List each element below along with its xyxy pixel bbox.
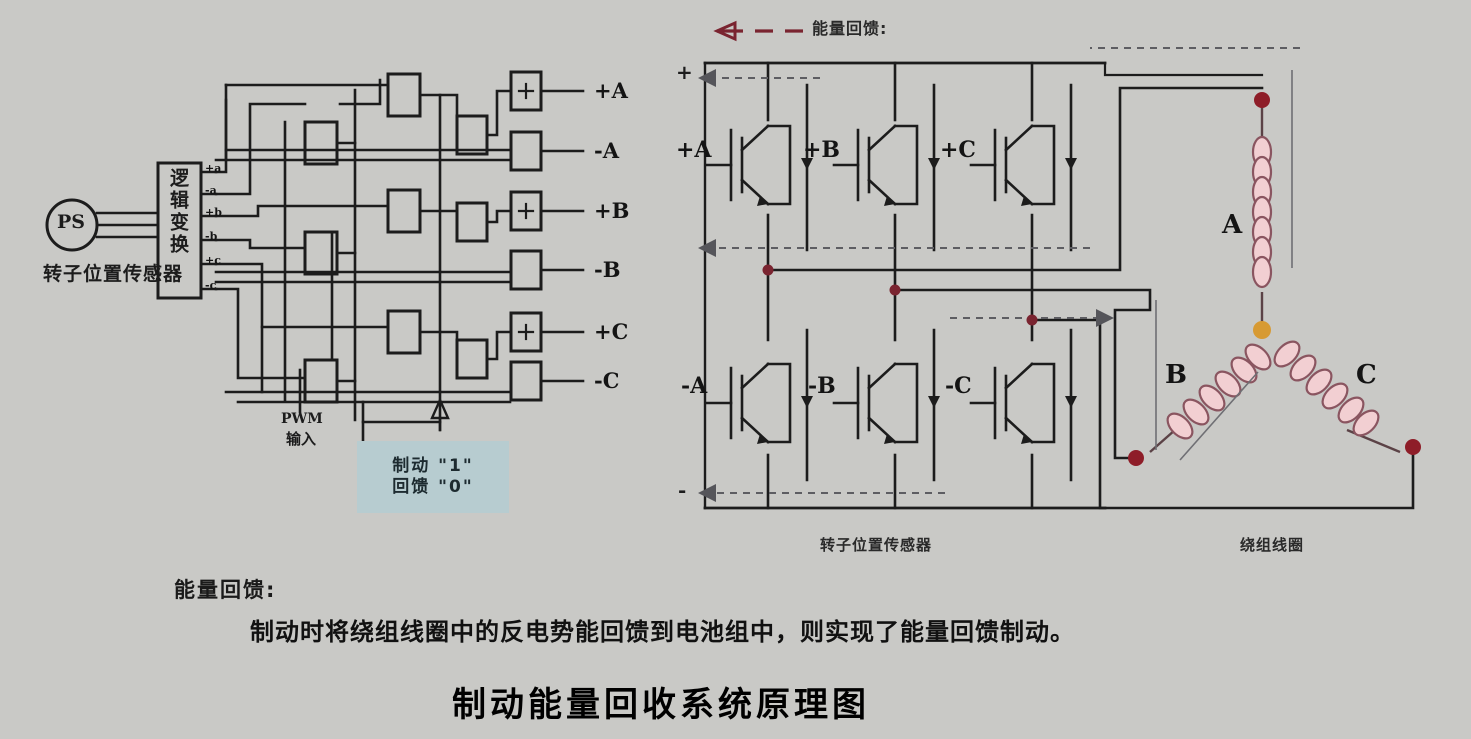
igbt-lower-c — [969, 328, 1077, 482]
igbt-upper-b — [832, 83, 940, 252]
phase-output-wires — [766, 86, 1415, 510]
logic-wiring — [214, 78, 512, 432]
signal-label-1: -a — [205, 184, 217, 197]
lower-switch-label-2: -C — [945, 373, 972, 399]
note-heading: 能量回馈: — [174, 578, 277, 602]
signal-label-3: -b — [205, 230, 218, 243]
igbt-upper-c — [969, 83, 1077, 252]
signal-label-0: +a — [205, 162, 222, 175]
coil-b — [1166, 343, 1272, 440]
output-leads — [539, 89, 585, 383]
ps-sensor-symbol — [45, 198, 160, 252]
output-gate-boxes — [509, 70, 543, 402]
motor-winding-caption: 绕组线圈 — [1240, 536, 1305, 554]
output-label-3: -B — [594, 257, 621, 282]
igbt-lower-b — [832, 328, 940, 482]
rotor-sensor-caption: 转子位置传感器 — [820, 536, 933, 554]
winding-label-a: A — [1222, 210, 1243, 240]
inverter-legs — [766, 61, 1034, 510]
dc-negative-label: - — [678, 478, 687, 502]
junction-dots — [762, 264, 1038, 326]
ps-label: PS — [57, 211, 86, 233]
pwm-label-line1: PWM — [281, 411, 323, 427]
lower-switch-label-1: -B — [808, 373, 836, 399]
pwm-label-line2: 输入 — [286, 430, 317, 448]
legend-arrow-icon — [713, 20, 803, 42]
output-label-4: +C — [594, 319, 629, 344]
terminal-b — [1128, 450, 1144, 466]
legend-label: 能量回馈: — [812, 19, 888, 38]
motor-windings — [1128, 70, 1421, 466]
callout-line1: 制动 "1" — [392, 455, 474, 476]
winding-label-c: C — [1356, 360, 1377, 390]
gate-interconnect — [335, 89, 513, 383]
plus-glyphs — [517, 82, 535, 341]
signal-stubs — [199, 170, 218, 291]
lower-switch-label-0: -A — [681, 373, 708, 399]
output-label-0: +A — [594, 78, 628, 103]
left-sensor-caption: 转子位置传感器 — [43, 263, 184, 285]
upper-switch-label-0: +A — [676, 137, 712, 163]
coil-c — [1273, 340, 1380, 437]
note-body: 制动时将绕组线圈中的反电势能回馈到电池组中，则实现了能量回馈制动。 — [250, 618, 1075, 646]
igbt-upper-a — [705, 83, 813, 252]
coil-a — [1251, 135, 1273, 289]
callout-line2: 回馈 "0" — [392, 477, 474, 497]
upper-switch-label-1: +B — [803, 137, 841, 163]
igbt-lower-a — [705, 328, 813, 482]
winding-label-b: B — [1165, 360, 1187, 390]
upper-switch-label-2: +C — [940, 137, 976, 163]
signal-label-4: +c — [205, 254, 221, 267]
dc-positive-label: + — [676, 60, 693, 84]
output-label-1: -A — [594, 138, 620, 163]
logic-block-label: 逻辑变换 — [167, 168, 189, 256]
signal-label-5: -c — [205, 279, 217, 292]
terminal-c — [1405, 439, 1421, 455]
terminal-a — [1254, 92, 1270, 108]
output-label-2: +B — [594, 198, 630, 223]
brake-mode-callout: 制动 "1" 回馈 "0" — [357, 441, 509, 513]
logic-block-outline — [156, 161, 203, 300]
signal-label-2: +b — [205, 206, 222, 219]
diagram-title: 制动能量回收系统原理图 — [452, 685, 870, 725]
star-center-node — [1253, 321, 1271, 339]
output-label-5: -C — [594, 368, 620, 393]
pwm-input-line — [298, 368, 442, 449]
